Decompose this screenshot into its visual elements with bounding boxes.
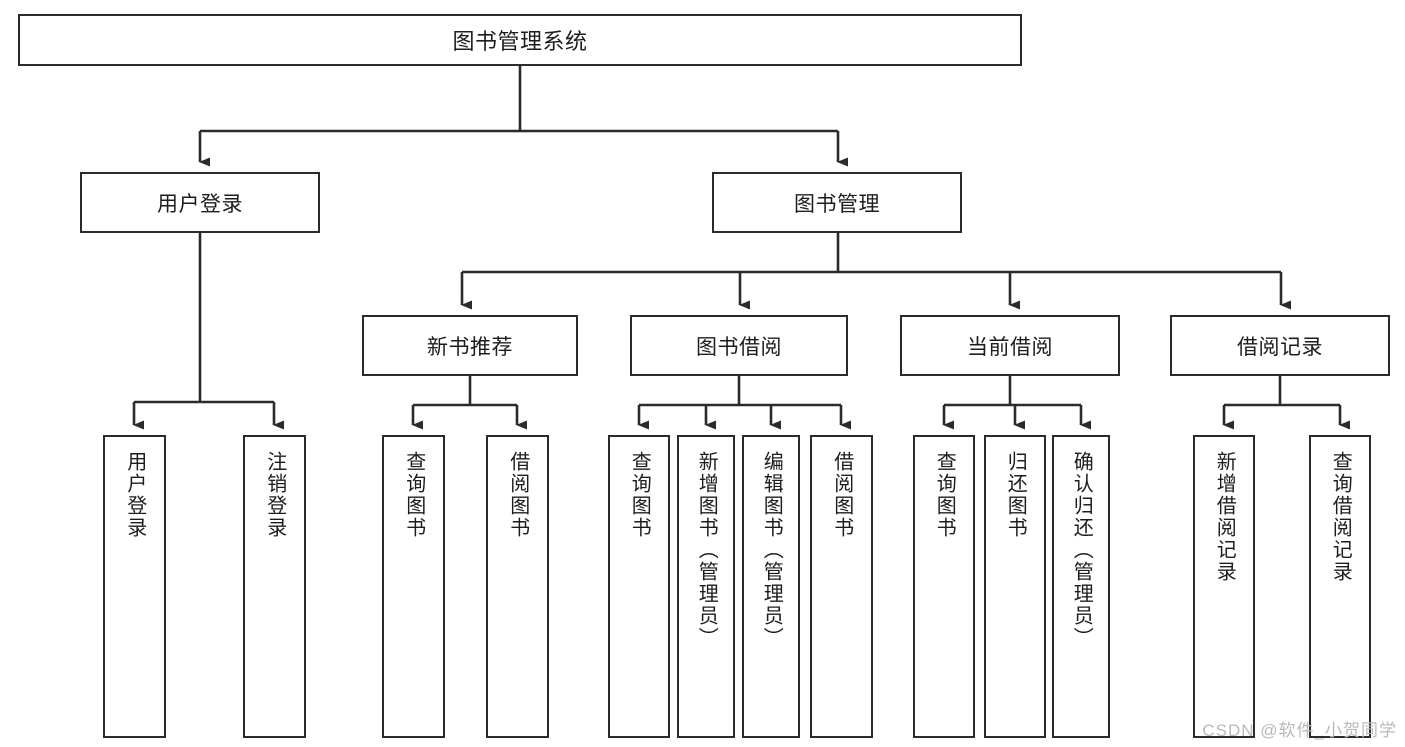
leaf-edit-book-admin[interactable]: 编辑图书（管理员） — [742, 435, 800, 738]
leaf-confirm-return-admin[interactable]: 确认归还（管理员） — [1052, 435, 1110, 738]
leaf-query-books-current[interactable]: 查询图书 — [913, 435, 975, 738]
leaf-add-book-admin[interactable]: 新增图书（管理员） — [677, 435, 735, 738]
leaf-return-books[interactable]: 归还图书 — [984, 435, 1046, 738]
leaf-query-books-recommend[interactable]: 查询图书 — [382, 435, 445, 738]
node-root-label: 图书管理系统 — [452, 29, 588, 54]
node-book-borrow[interactable]: 图书借阅 — [630, 315, 848, 376]
leaf-add-borrow-record[interactable]: 新增借阅记录 — [1193, 435, 1255, 738]
node-user-login[interactable]: 用户登录 — [80, 172, 320, 233]
leaf-label: 借阅图书 — [506, 451, 529, 539]
leaf-label: 借阅图书 — [830, 451, 853, 539]
leaf-label: 新增借阅记录 — [1213, 451, 1236, 583]
node-new-book-recommend-label: 新书推荐 — [427, 335, 513, 359]
leaf-label: 编辑图书（管理员） — [760, 451, 783, 649]
leaf-borrow-books-recommend[interactable]: 借阅图书 — [486, 435, 549, 738]
leaf-label: 查询图书 — [402, 451, 425, 539]
leaf-borrow-books[interactable]: 借阅图书 — [810, 435, 873, 738]
watermark: CSDN @软件_小贺同学 — [1202, 721, 1397, 740]
node-book-management-label: 图书管理 — [794, 192, 880, 216]
leaf-label: 确认归还（管理员） — [1070, 451, 1093, 649]
node-book-management[interactable]: 图书管理 — [712, 172, 962, 233]
leaf-query-borrow-record[interactable]: 查询借阅记录 — [1309, 435, 1371, 738]
node-new-book-recommend[interactable]: 新书推荐 — [362, 315, 578, 376]
leaf-label: 新增图书（管理员） — [695, 451, 718, 649]
node-borrow-records[interactable]: 借阅记录 — [1170, 315, 1390, 376]
leaf-logout[interactable]: 注销登录 — [243, 435, 306, 738]
leaf-label: 用户登录 — [123, 451, 146, 539]
leaf-label: 归还图书 — [1004, 451, 1027, 539]
leaf-label: 查询图书 — [933, 451, 956, 539]
leaf-query-books[interactable]: 查询图书 — [608, 435, 670, 738]
node-current-borrow-label: 当前借阅 — [967, 335, 1053, 359]
leaf-label: 注销登录 — [263, 451, 286, 539]
node-current-borrow[interactable]: 当前借阅 — [900, 315, 1120, 376]
leaf-label: 查询图书 — [628, 451, 651, 539]
node-borrow-records-label: 借阅记录 — [1237, 335, 1323, 359]
node-root[interactable]: 图书管理系统 — [18, 14, 1022, 66]
leaf-user-login[interactable]: 用户登录 — [103, 435, 166, 738]
leaf-label: 查询借阅记录 — [1329, 451, 1352, 583]
node-book-borrow-label: 图书借阅 — [696, 335, 782, 359]
node-user-login-label: 用户登录 — [157, 192, 243, 216]
